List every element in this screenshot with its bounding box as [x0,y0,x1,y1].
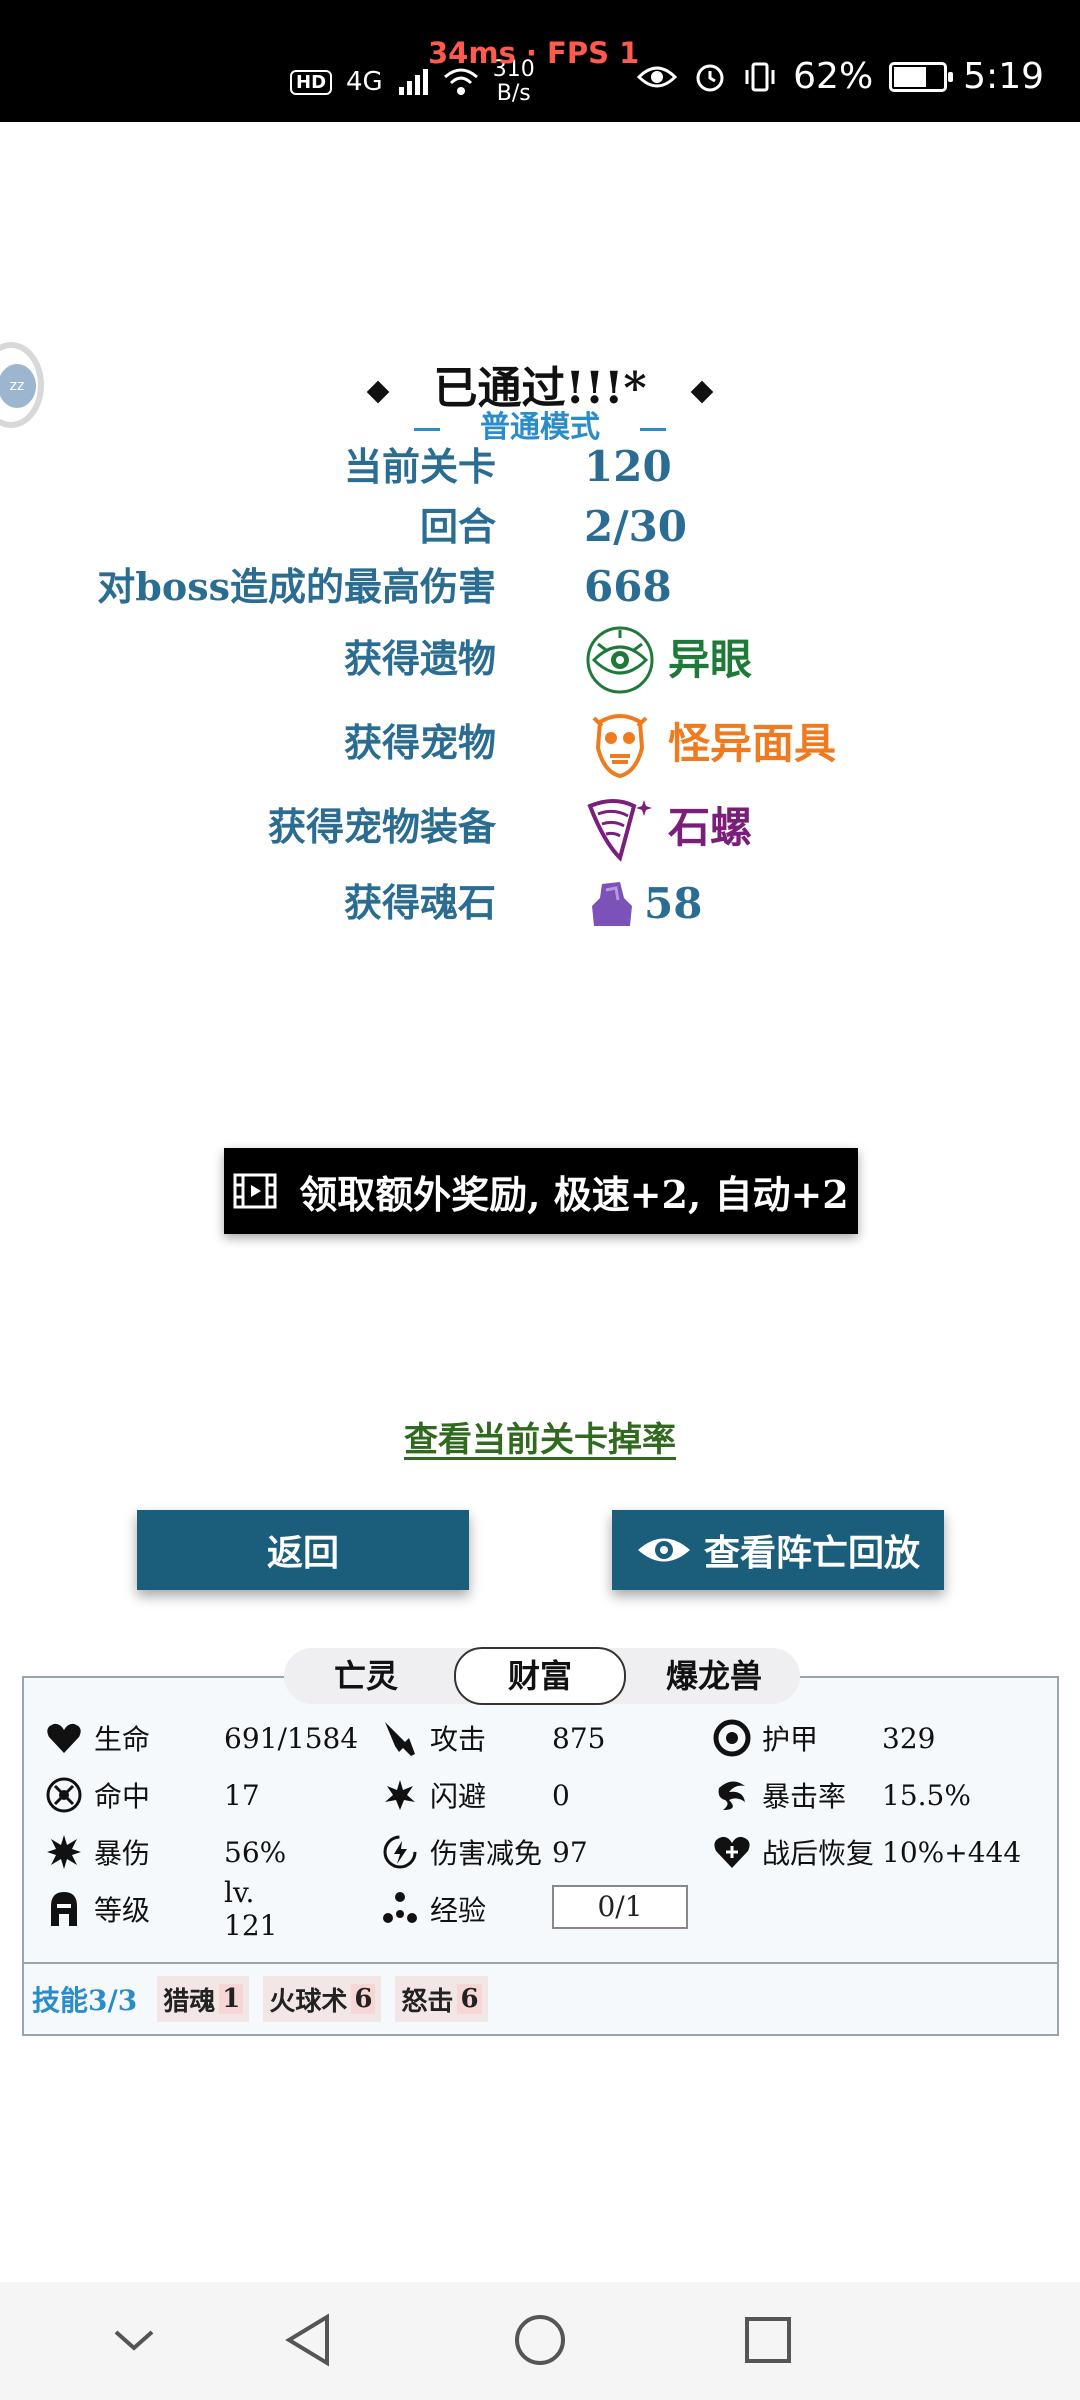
dodge-icon [380,1775,420,1815]
bubble-text: zz [0,364,36,408]
system-nav-bar [0,2282,1080,2400]
nav-collapse-button[interactable] [104,2310,164,2370]
stat-attack: 攻击 875 [380,1713,605,1763]
stat-hp: 生命 691/1584 [44,1713,358,1763]
back-triangle-icon [285,2313,329,2367]
nav-recents-button[interactable] [738,2310,798,2370]
row-max-damage: 对boss造成的最高伤害 668 [97,562,672,611]
network-type: 4G [346,67,383,97]
view-drop-rate-link[interactable]: 查看当前关卡掉率 [404,1420,676,1460]
stat-armor: 护甲 329 [712,1713,935,1763]
shield-ring-icon [712,1718,752,1758]
row-soul-stone: 获得魂石 58 [0,868,1080,938]
tab-wealth[interactable]: 财富 [454,1647,626,1705]
clock: 5:19 [963,56,1044,97]
chevron-down-icon [114,2330,154,2351]
skills-count[interactable]: 技能3/3 [32,1984,138,2017]
heart-icon [44,1718,84,1758]
home-circle-icon [515,2315,565,2365]
status-left: HD 4G 310 B/s [290,58,535,106]
tab-undead[interactable]: 亡灵 [333,1657,398,1695]
row-pet-equipment: 获得宠物装备 石螺 [0,792,1080,862]
orbs-icon [380,1889,420,1929]
hd-badge: HD [290,69,333,95]
soul-stone-icon [584,868,640,940]
stat-hit: 命中 17 [44,1770,260,1820]
status-bar: HD 4G 310 B/s 34ms · FPS 1 62% 5:19 [0,0,1080,122]
target-icon [44,1775,84,1815]
stat-crit-damage: 暴伤 56% [44,1827,286,1877]
result-title: 已通过!!!* [0,352,1080,416]
stat-experience: 经验 [380,1884,486,1934]
diamond-right-icon [691,380,714,403]
row-pet: 获得宠物 怪异面具 [0,708,1080,780]
fps-overlay: 34ms · FPS 1 [428,36,640,70]
eye-icon [637,66,678,87]
character-stats-panel: 生命 691/1584 攻击 875 护甲 329 命中 17 闪避 0 暴击率… [22,1676,1059,2036]
lightning-circle-icon [380,1832,420,1872]
diamond-left-icon [366,380,389,403]
conch-shell-icon[interactable] [584,792,656,864]
stat-crit-rate: 暴击率 15.5% [712,1770,971,1820]
network-speed: 310 B/s [492,57,535,106]
stat-dodge: 闪避 0 [380,1770,570,1820]
game-mode: 普通模式 [0,402,1080,446]
heart-plus-icon [712,1832,752,1872]
back-button[interactable]: 返回 [137,1510,469,1590]
nav-home-button[interactable] [510,2310,570,2370]
burst-icon [44,1832,84,1872]
vibrate-icon [745,62,775,91]
row-relic: 获得遗物 异眼 [0,624,1080,694]
mask-pet-icon[interactable] [584,708,656,780]
sword-icon [380,1718,420,1758]
alarm-icon [696,64,724,91]
battery-icon [889,61,954,92]
video-icon [233,1173,277,1209]
recents-square-icon [745,2317,791,2363]
signal-icon [398,69,428,95]
experience-value-box: 0/1 [552,1885,688,1929]
nav-back-button[interactable] [278,2310,338,2370]
character-tabs: 亡灵 财富 爆龙兽 [284,1647,800,1705]
battery-fill [894,66,927,87]
eye-relic-icon[interactable] [584,624,656,696]
stat-level: 等级 lv. 121 [44,1876,277,1942]
row-current-level: 当前关卡 120 [343,442,672,491]
row-round: 回合 2/30 [419,502,688,551]
eye-icon [637,1538,690,1562]
view-death-replay-button[interactable]: 查看阵亡回放 [612,1510,944,1590]
stat-damage-reduction: 伤害减免 97 [380,1827,588,1877]
status-right: 62% 5:19 [637,56,1044,97]
crit-swirl-icon [712,1775,752,1815]
tab-dragon-beast[interactable]: 爆龙兽 [665,1657,762,1695]
stat-post-battle-recovery: 战后恢复 10%+444 [712,1827,1021,1877]
wifi-icon [443,68,478,95]
battery-percent: 62% [793,56,874,97]
claim-extra-reward-button[interactable]: 领取额外奖励, 极速+2, 自动+2 [224,1148,858,1234]
helmet-icon [44,1889,84,1929]
